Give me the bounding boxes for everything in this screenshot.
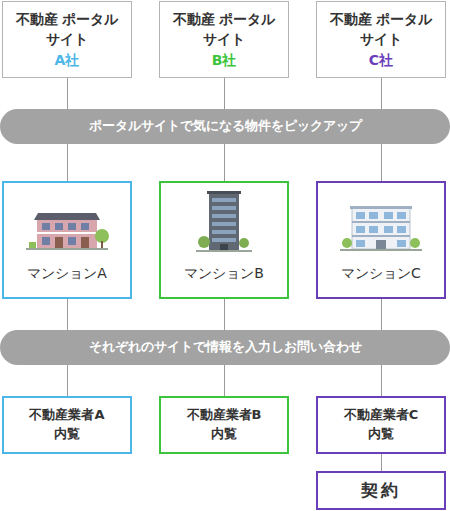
company-name: B社: [212, 50, 237, 70]
property-box: マンションA: [2, 181, 132, 299]
property-name: マンションA: [27, 263, 107, 283]
tower-illustration: [196, 191, 252, 252]
portal-box: 不動産 ポータルサイトB社: [159, 1, 289, 78]
portal-name: 不動産 ポータルサイト: [323, 9, 439, 50]
step-label: 内覧: [54, 425, 80, 444]
apartment-illustration: [26, 213, 109, 250]
flow-connector: [381, 454, 382, 471]
agent-box: 不動産業者C内覧: [316, 396, 446, 454]
property-name: マンションC: [341, 263, 421, 283]
property-box: マンションC: [316, 181, 446, 299]
portal-name: 不動産 ポータルサイト: [9, 9, 125, 50]
band-label: ポータルサイトで気になる物件をピックアップ: [89, 117, 362, 136]
step-band: ポータルサイトで気になる物件をピックアップ: [0, 109, 450, 144]
step-label: 内覧: [368, 425, 394, 444]
property-box: マンションB: [159, 181, 289, 299]
company-name: C社: [369, 50, 393, 70]
step-label: 契約: [361, 478, 401, 503]
company-name: A社: [55, 50, 80, 70]
portal-name: 不動産 ポータルサイト: [166, 9, 282, 50]
midrise-illustration: [340, 206, 422, 251]
agent-name: 不動産業者A: [29, 406, 104, 425]
portal-box: 不動産 ポータルサイトC社: [316, 1, 446, 78]
band-label: それぞれのサイトで情報を入力しお問い合わせ: [89, 338, 362, 357]
agent-box: 不動産業者B内覧: [159, 396, 289, 454]
contract-box: 契約: [316, 471, 446, 510]
portal-box: 不動産 ポータルサイトA社: [2, 1, 132, 78]
agent-name: 不動産業者C: [344, 406, 419, 425]
property-name: マンションB: [184, 263, 264, 283]
step-label: 内覧: [211, 425, 237, 444]
agent-box: 不動産業者A内覧: [2, 396, 132, 454]
agent-name: 不動産業者B: [187, 406, 262, 425]
step-band: それぞれのサイトで情報を入力しお問い合わせ: [0, 330, 450, 365]
